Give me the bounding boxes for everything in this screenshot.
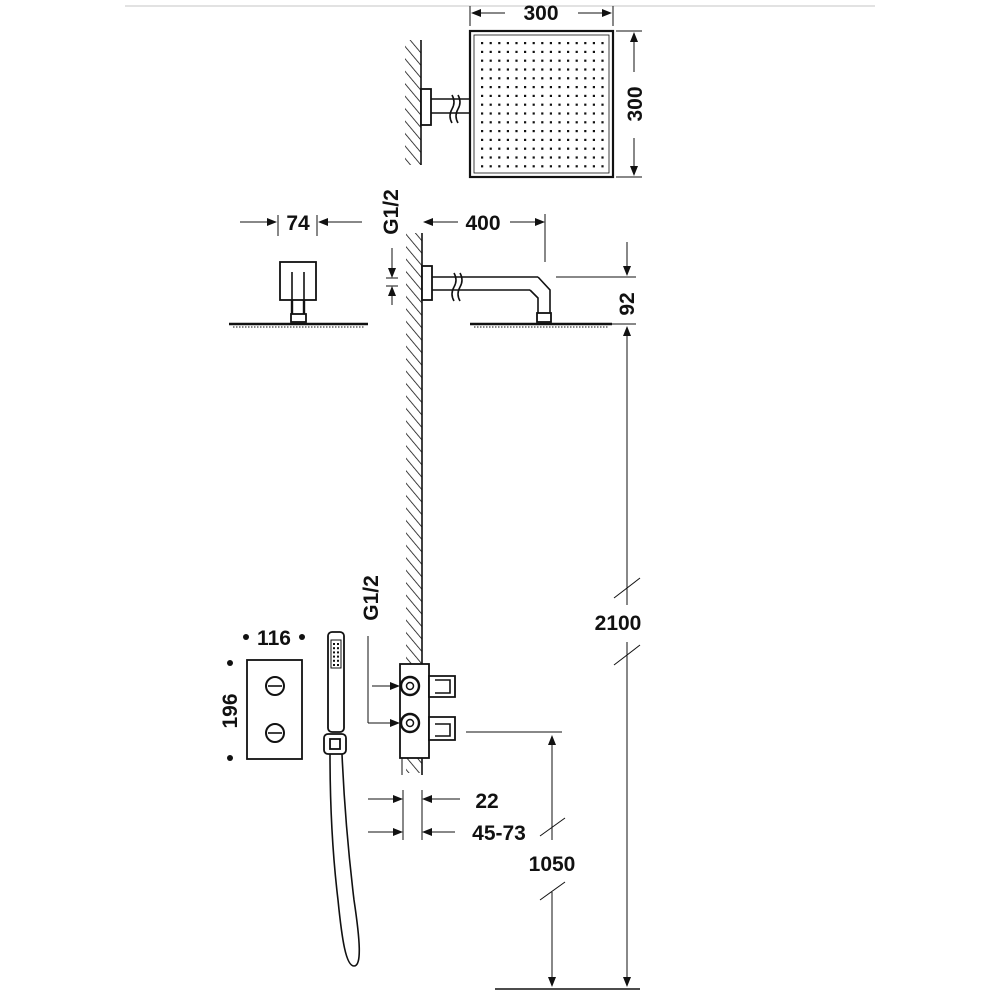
nozzle-grid (481, 42, 604, 168)
dim-label-head-height: 300 (624, 86, 647, 121)
dim-inlet-top: G1/2 (380, 189, 403, 305)
dim-label-valve-width: 116 (257, 627, 291, 650)
dim-label-arm-drop: 92 (616, 292, 639, 315)
dim-label-arm-depth: 74 (286, 212, 310, 235)
head-top-view (405, 29, 615, 179)
dim-arm-depth: 74 (240, 212, 362, 236)
dim-label-inlet-bottom: G1/2 (360, 575, 383, 621)
dim-body-depth: 45-73 (368, 822, 526, 845)
dim-inlet-bottom: G1/2 (360, 575, 400, 727)
dim-label-valve-height: 196 (219, 693, 242, 728)
dim-valve-height: 196 (219, 660, 242, 761)
hose (329, 753, 361, 967)
dim-arm-drop: 92 (556, 242, 639, 336)
dim-valve-width: 116 (243, 627, 305, 650)
dim-label-inlet-top: G1/2 (380, 189, 403, 235)
dim-valve-floor-height: 1050 (466, 731, 576, 987)
hand-shower (323, 631, 361, 967)
dim-label-head-width: 300 (523, 2, 558, 25)
dim-label-plate-thickness: 22 (475, 790, 498, 813)
valve-body-side-view (399, 663, 456, 775)
wall-arm-side-view (421, 265, 612, 328)
dim-label-arm-length: 400 (465, 212, 500, 235)
dim-label-head-floor-height: 2100 (595, 612, 642, 635)
dim-arm-length: 400 (423, 212, 546, 262)
dim-head-floor-height: 2100 (595, 336, 642, 987)
dim-head-height: 300 (616, 30, 647, 178)
ceiling-arm-side-view (229, 261, 368, 328)
dim-label-body-depth: 45-73 (472, 822, 526, 845)
dim-plate-thickness: 22 (368, 790, 499, 840)
dim-head-width: 300 (469, 2, 614, 26)
dim-label-valve-floor-height: 1050 (529, 853, 576, 876)
thermostatic-valve-front (246, 659, 303, 760)
